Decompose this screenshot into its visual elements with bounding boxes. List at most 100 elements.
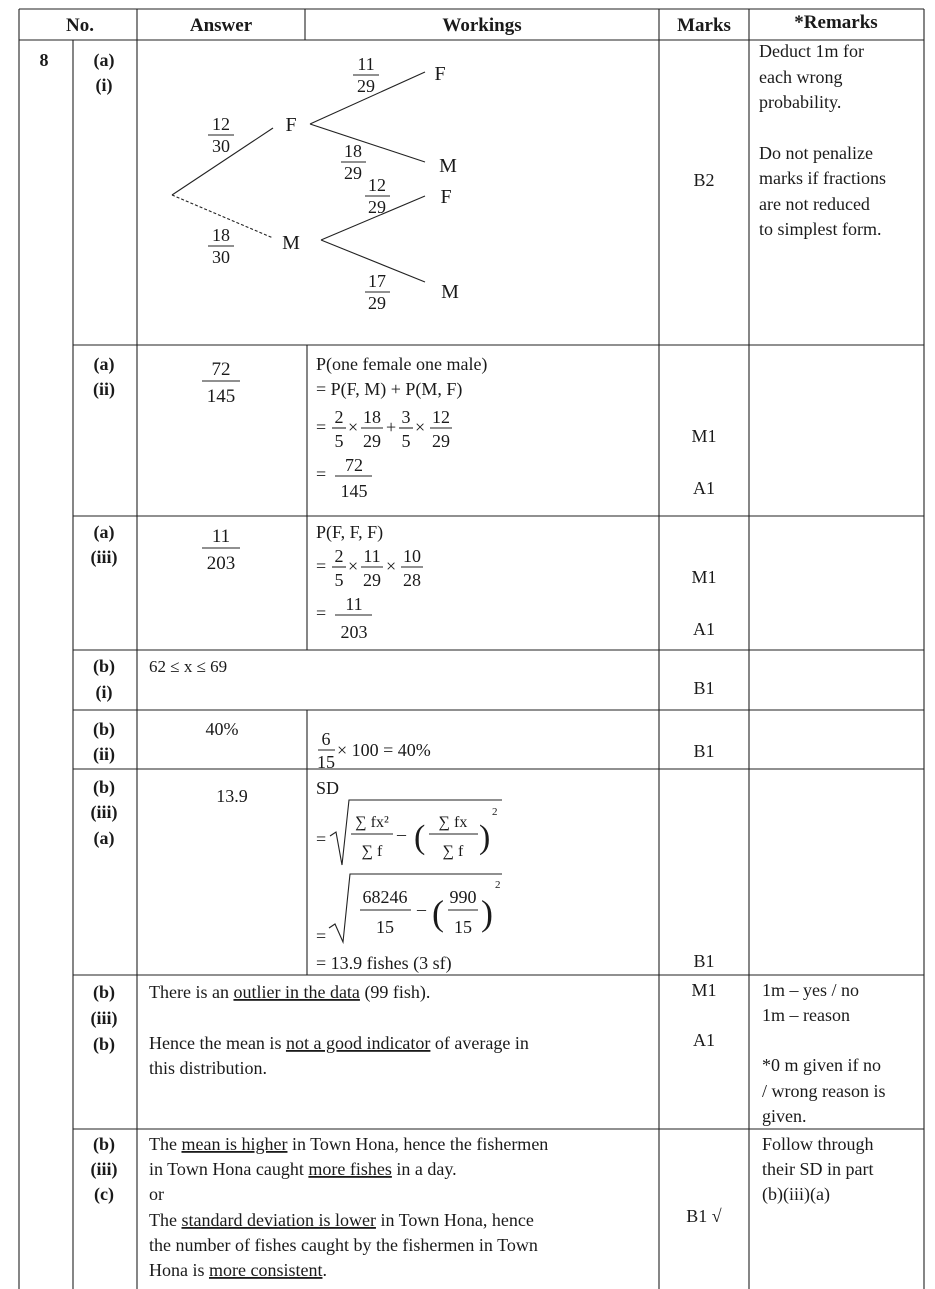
statement-6: Hona is more consistent. bbox=[149, 1260, 327, 1280]
statement-1: There is an outlier in the data (99 fish… bbox=[149, 982, 430, 1003]
svg-text:=: = bbox=[316, 603, 326, 623]
frac-den: 15 bbox=[317, 752, 335, 772]
sub-label: (ii) bbox=[93, 379, 115, 400]
branch-to-m bbox=[171, 194, 274, 239]
svg-text:×: × bbox=[348, 556, 358, 576]
svg-text:2: 2 bbox=[495, 879, 501, 891]
table-grid bbox=[18, 8, 925, 1289]
row-b-i: (b) (i) 62 ≤ x ≤ 69 B1 bbox=[93, 656, 715, 703]
answer-den: 203 bbox=[207, 553, 236, 574]
svg-text:Do not penalize: Do not penalize bbox=[759, 143, 873, 163]
branch-mf bbox=[320, 195, 426, 241]
sub-label: (iii) bbox=[91, 802, 118, 823]
marks-a1: A1 bbox=[693, 619, 715, 639]
svg-text:29: 29 bbox=[363, 570, 381, 590]
svg-text:to simplest form.: to simplest form. bbox=[759, 219, 882, 239]
header-no: No. bbox=[66, 15, 94, 36]
svg-text:15: 15 bbox=[454, 917, 472, 937]
working-line-1: P(one female one male) bbox=[316, 354, 487, 375]
working-result: = 13.9 fishes (3 sf) bbox=[316, 953, 452, 974]
svg-text:2: 2 bbox=[492, 806, 498, 818]
svg-text:+: + bbox=[386, 417, 396, 437]
svg-text:∑ fx: ∑ fx bbox=[439, 814, 468, 831]
prob-f-den: 30 bbox=[212, 136, 230, 156]
prob-mf-den: 29 bbox=[368, 197, 386, 217]
sub-label: (iii) bbox=[91, 547, 118, 568]
svg-text:=: = bbox=[316, 829, 326, 849]
prob-m-den: 30 bbox=[212, 247, 230, 267]
row-a-ii: (a) (ii) 72 145 P(one female one male) =… bbox=[93, 354, 717, 501]
table-header: No. Answer Workings Marks *Remarks bbox=[66, 12, 878, 36]
svg-text:5: 5 bbox=[335, 570, 344, 590]
svg-text:given.: given. bbox=[762, 1106, 807, 1126]
svg-text:/ wrong reason is: / wrong reason is bbox=[762, 1081, 885, 1101]
statement-2: Hence the mean is not a good indicator o… bbox=[149, 1033, 529, 1053]
working-product: = 2 5 × 11 29 × 10 28 bbox=[316, 546, 423, 590]
svg-text:*0 m given if no: *0 m given if no bbox=[762, 1055, 881, 1075]
row-b-iii-c: (b) (iii) (c) The mean is higher in Town… bbox=[91, 1134, 874, 1280]
svg-text:∑ f: ∑ f bbox=[443, 843, 464, 860]
svg-text:Follow through: Follow through bbox=[762, 1134, 874, 1154]
sub-label: (i) bbox=[96, 682, 113, 703]
branch-mm bbox=[320, 239, 426, 283]
svg-text:11: 11 bbox=[345, 594, 362, 614]
svg-text:10: 10 bbox=[403, 546, 421, 566]
row-a-iii: (a) (iii) 11 203 P(F, F, F) = 2 5 × 11 2… bbox=[91, 522, 717, 642]
remarks-b-iii-b: 1m – yes / no 1m – reason *0 m given if … bbox=[762, 980, 885, 1126]
svg-text:15: 15 bbox=[376, 917, 394, 937]
svg-text:990: 990 bbox=[450, 887, 477, 907]
paren-open: ( bbox=[414, 819, 425, 856]
svg-text:=: = bbox=[316, 464, 326, 484]
svg-text:=: = bbox=[316, 926, 326, 946]
answer-percent: 40% bbox=[206, 719, 239, 739]
svg-text:∑ fx²: ∑ fx² bbox=[355, 814, 389, 831]
svg-text:29: 29 bbox=[432, 431, 450, 451]
svg-text:=: = bbox=[316, 417, 326, 437]
svg-text:∑ f: ∑ f bbox=[362, 843, 383, 860]
branch-to-f bbox=[171, 127, 274, 196]
prob-ff-num: 11 bbox=[357, 54, 374, 74]
marks-m1: M1 bbox=[691, 980, 716, 1000]
part-label: (b) bbox=[93, 1134, 115, 1155]
svg-text:×: × bbox=[386, 556, 396, 576]
svg-text:2: 2 bbox=[335, 546, 344, 566]
prob-fm-num: 18 bbox=[344, 141, 362, 161]
svg-text:18: 18 bbox=[363, 407, 381, 427]
leaf-mf: F bbox=[440, 186, 451, 208]
subsub-label: (a) bbox=[94, 828, 115, 849]
frac-num: 6 bbox=[322, 729, 331, 749]
branch-ff bbox=[309, 71, 426, 125]
marks-b2: B2 bbox=[693, 170, 714, 190]
leaf-mm: M bbox=[441, 281, 459, 303]
svg-text:their SD in part: their SD in part bbox=[762, 1159, 873, 1179]
marks-a1: A1 bbox=[693, 1030, 715, 1050]
svg-text:72: 72 bbox=[345, 455, 363, 475]
working-sd-label: SD bbox=[316, 778, 339, 798]
paren-close: ) bbox=[479, 819, 490, 856]
answer-den: 145 bbox=[207, 386, 236, 407]
svg-text:(b)(iii)(a): (b)(iii)(a) bbox=[762, 1184, 830, 1205]
svg-text:28: 28 bbox=[403, 570, 421, 590]
header-marks: Marks bbox=[677, 15, 731, 36]
prob-fm-den: 29 bbox=[344, 163, 362, 183]
row-b-iii-b: (b) (iii) (b) There is an outlier in the… bbox=[91, 980, 886, 1126]
statement-2: in Town Hona caught more fishes in a day… bbox=[149, 1159, 457, 1179]
answer-num: 11 bbox=[212, 526, 230, 547]
svg-text:×: × bbox=[348, 417, 358, 437]
leaf-fm: M bbox=[439, 155, 457, 177]
sub-label: (ii) bbox=[93, 744, 115, 765]
row-a-i: (a) (i) F M F M F M 12 30 18 30 11 29 bbox=[94, 41, 886, 313]
sub-label: (i) bbox=[96, 75, 113, 96]
svg-text:12: 12 bbox=[432, 407, 450, 427]
remarks-a-i: Deduct 1m for each wrong probability. Do… bbox=[759, 41, 886, 239]
node-m: M bbox=[282, 232, 300, 254]
svg-text:Deduct 1m for: Deduct 1m for bbox=[759, 41, 864, 61]
svg-text:are not reduced: are not reduced bbox=[759, 194, 870, 214]
svg-text:11: 11 bbox=[363, 546, 380, 566]
prob-mm-num: 17 bbox=[368, 271, 386, 291]
paren-close: ) bbox=[481, 893, 493, 933]
prob-mm-den: 29 bbox=[368, 293, 386, 313]
statement-3: this distribution. bbox=[149, 1058, 267, 1078]
marks-m1: M1 bbox=[691, 567, 716, 587]
branch-fm bbox=[309, 123, 426, 163]
